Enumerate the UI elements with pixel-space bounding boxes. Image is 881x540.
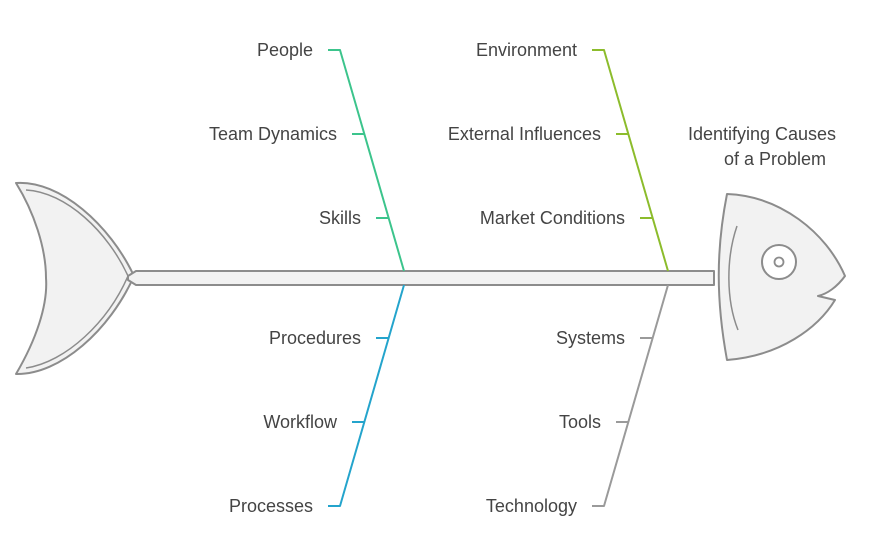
cause-label-tools: Tools: [559, 412, 601, 432]
diagram-title-line-1: Identifying Causes: [688, 124, 836, 144]
cause-label-workflow: Workflow: [263, 412, 338, 432]
bone-processes: Procedures Workflow Processes: [229, 284, 405, 516]
cause-label-market-conditions: Market Conditions: [480, 208, 625, 228]
bone-environment: Environment External Influences Market C…: [448, 40, 669, 272]
category-label-environment: Environment: [476, 40, 577, 60]
fish-head: [717, 193, 846, 361]
category-label-processes: Processes: [229, 496, 313, 516]
category-label-people: People: [257, 40, 313, 60]
fish-spine: [127, 270, 715, 286]
fish-tail: [15, 181, 135, 376]
bone-people: People Team Dynamics Skills: [209, 40, 405, 272]
diagram-title-line-2: of a Problem: [724, 149, 826, 169]
cause-label-systems: Systems: [556, 328, 625, 348]
cause-label-skills: Skills: [319, 208, 361, 228]
cause-label-external-influences: External Influences: [448, 124, 601, 144]
cause-label-procedures: Procedures: [269, 328, 361, 348]
category-label-technology: Technology: [486, 496, 577, 516]
cause-label-team-dynamics: Team Dynamics: [209, 124, 337, 144]
bone-technology: Systems Tools Technology: [486, 284, 669, 516]
